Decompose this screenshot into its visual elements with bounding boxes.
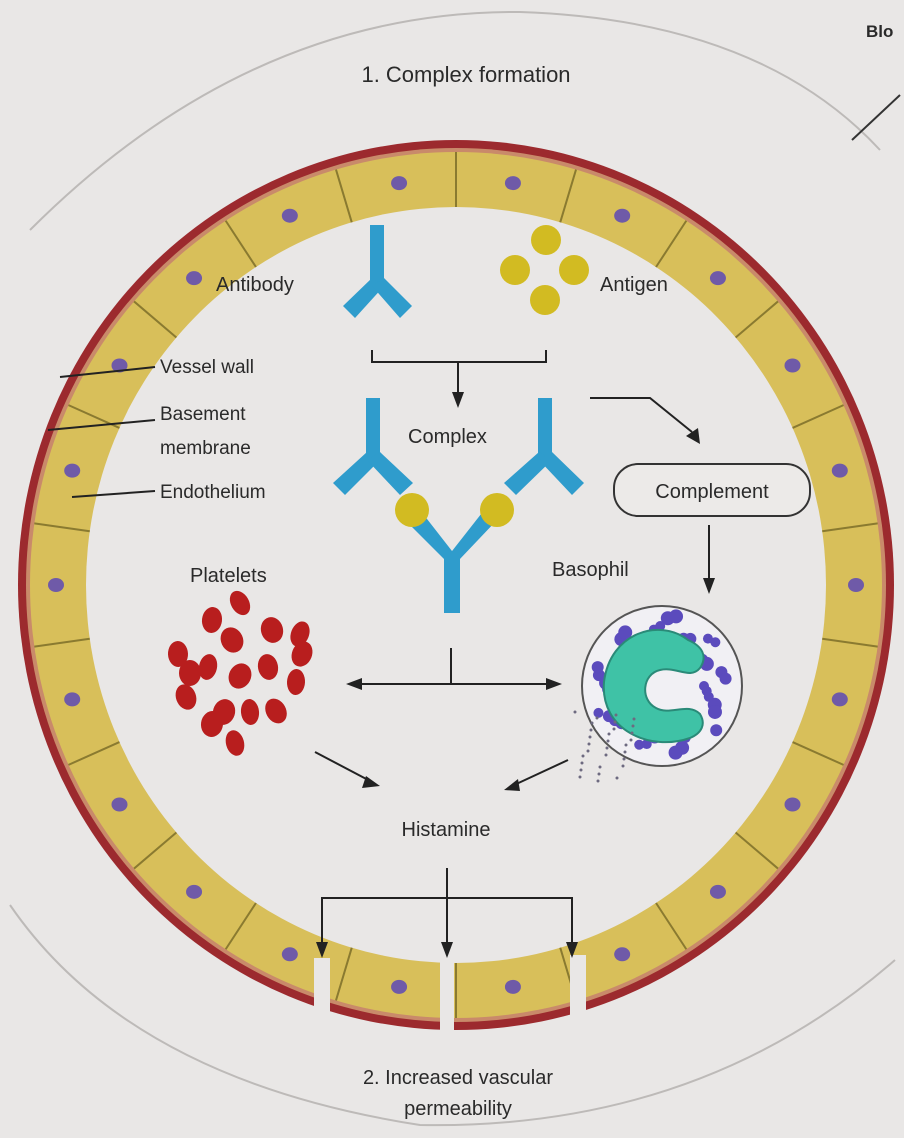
released-granule (591, 722, 594, 725)
endothelial-nucleus (785, 798, 801, 812)
basophil-granule (634, 740, 644, 750)
released-granule (622, 765, 625, 768)
endothelial-nucleus (64, 692, 80, 706)
label-platelets: Platelets (190, 565, 267, 587)
released-granule (607, 740, 610, 743)
endothelial-nucleus (282, 209, 298, 223)
label-antibody: Antibody (216, 274, 294, 296)
endothelial-nucleus (391, 980, 407, 994)
basophil-granule (710, 637, 720, 647)
endothelial-gap-middle (440, 960, 454, 1032)
released-granule (588, 743, 591, 746)
endothelial-nucleus (614, 947, 630, 961)
released-granule (581, 762, 584, 765)
endothelial-nucleus (186, 271, 202, 285)
endothelial-nucleus (282, 947, 298, 961)
basophil-granule (593, 708, 603, 718)
released-granule (623, 758, 626, 761)
basophil-granule (708, 705, 722, 719)
released-granule (631, 732, 634, 735)
label-vessel-wall: Vessel wall (160, 357, 254, 378)
basophil-granule (710, 724, 722, 736)
endothelial-gap-right (570, 955, 586, 1027)
label-complex: Complex (408, 426, 487, 448)
endothelial-nucleus (186, 885, 202, 899)
corner-pointer-line (852, 95, 900, 140)
label-histamine: Histamine (402, 819, 491, 841)
released-granule (630, 739, 633, 742)
basophil-granule (704, 692, 714, 702)
endothelial-nucleus (391, 176, 407, 190)
released-granule (599, 766, 602, 769)
endothelial-nucleus (505, 980, 521, 994)
released-granule (598, 773, 601, 776)
endothelial-gap-left (314, 958, 330, 1030)
released-granule (625, 744, 628, 747)
endothelial-nucleus (848, 578, 864, 592)
released-granule (633, 718, 636, 721)
label-antigen: Antigen (600, 274, 668, 296)
label-basement-membrane-line2: membrane (160, 438, 251, 459)
released-granule (589, 736, 592, 739)
released-granule (632, 725, 635, 728)
released-granule (580, 769, 583, 772)
title-increased-permeability-line1: 2. Increased vascular (363, 1067, 553, 1089)
basophil-granule (669, 609, 683, 623)
endothelial-nucleus (111, 798, 127, 812)
released-granule (596, 717, 599, 720)
endothelial-nucleus (785, 358, 801, 372)
endothelial-nucleus (710, 885, 726, 899)
endothelial-nucleus (832, 692, 848, 706)
title-complex-formation: 1. Complex formation (361, 62, 570, 87)
label-endothelium: Endothelium (160, 482, 266, 503)
released-granule (605, 754, 608, 757)
released-granule (608, 733, 611, 736)
label-basement-membrane-line1: Basement (160, 404, 246, 425)
released-granule (616, 777, 619, 780)
endothelial-nucleus (614, 209, 630, 223)
endothelial-nucleus (64, 464, 80, 478)
released-granule (574, 711, 577, 714)
basophil-granule (669, 746, 683, 760)
released-granule (615, 714, 618, 717)
released-granule (582, 755, 585, 758)
endothelial-nucleus (710, 271, 726, 285)
endothelial-nucleus (832, 464, 848, 478)
released-granule (579, 776, 582, 779)
endothelial-nucleus (505, 176, 521, 190)
released-granule (587, 750, 590, 753)
released-granule (624, 751, 627, 754)
title-increased-permeability-line2: permeability (404, 1098, 512, 1120)
endothelial-nucleus (48, 578, 64, 592)
basophil-granule (592, 661, 604, 673)
released-granule (606, 747, 609, 750)
released-granule (614, 721, 617, 724)
label-basophil: Basophil (552, 559, 629, 581)
released-granule (597, 780, 600, 783)
basophil-granule (720, 673, 732, 685)
label-complement: Complement (655, 481, 769, 503)
released-granule (613, 728, 616, 731)
corner-label: Blo (866, 22, 893, 41)
released-granule (590, 729, 593, 732)
